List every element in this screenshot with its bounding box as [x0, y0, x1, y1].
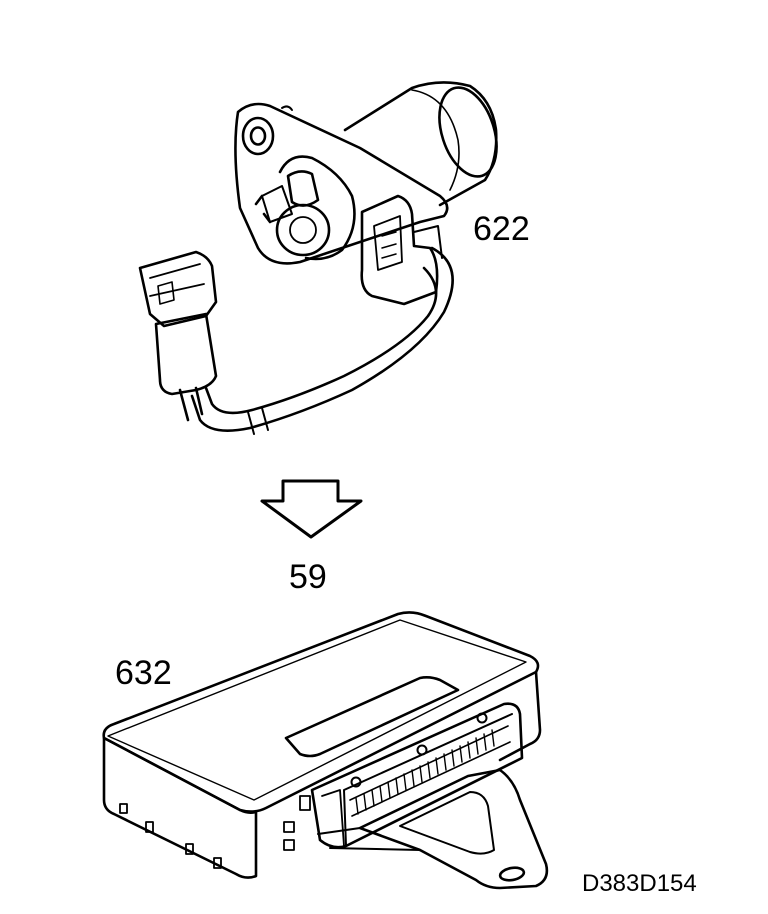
- control-unit-front-face: [102, 736, 258, 879]
- sensor-cylinder-end: [438, 86, 498, 178]
- connector-screw: [416, 744, 428, 756]
- control-unit-mounting-bracket: [358, 768, 549, 890]
- bracket-mounting-slot: [498, 866, 526, 882]
- control-unit-label-plate: [284, 676, 460, 758]
- mounting-bolt-hole: [241, 116, 275, 156]
- control-unit-illustration: [102, 611, 549, 890]
- sensor-cable: [190, 246, 454, 432]
- control-unit-connector-header: [310, 702, 524, 849]
- connector-pin-row: [349, 725, 511, 817]
- sensor-shaft-bore: [275, 203, 331, 257]
- sensor-connector-block: [360, 194, 439, 306]
- control-unit-side-face: [498, 670, 542, 762]
- callout-label-622: 622: [473, 210, 530, 248]
- callout-label-59: 59: [289, 558, 327, 596]
- drawing-reference-code: D383D154: [582, 870, 697, 897]
- position-sensor-illustration: [138, 81, 498, 435]
- sensor-mounting-flange: [234, 102, 449, 265]
- sensor-shaft: [278, 155, 356, 261]
- sensor-cylinder-body: [343, 81, 498, 207]
- connector-screw: [350, 776, 362, 788]
- control-unit-top-face: [102, 611, 540, 813]
- down-arrow-icon: [260, 479, 363, 539]
- cable-plug-connector: [138, 250, 218, 328]
- connector-screw: [476, 712, 488, 724]
- callout-label-632: 632: [115, 654, 172, 692]
